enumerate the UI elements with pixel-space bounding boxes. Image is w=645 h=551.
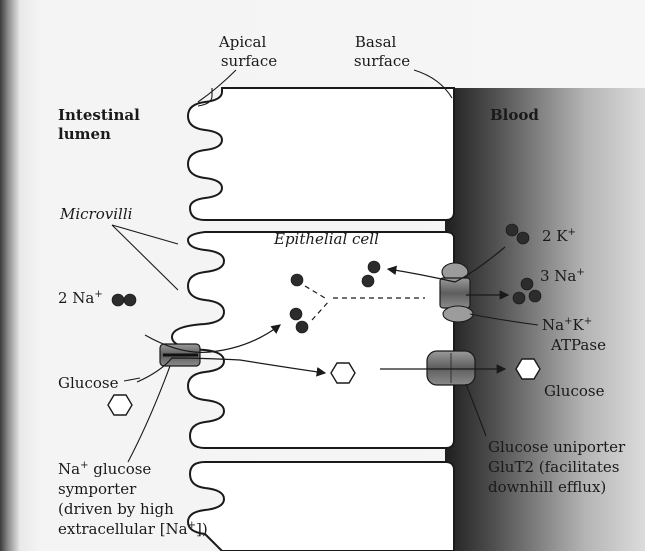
na-ion (290, 308, 302, 320)
uniporter-label-line2: GluT2 (facilitates (488, 458, 619, 476)
na-ion (529, 290, 541, 302)
lower-epithelial-cell (188, 462, 454, 551)
glucose-blood-label: Glucose (544, 382, 605, 400)
symporter-label-line2: symporter (58, 480, 137, 498)
intestinal-lumen-label: Intestinal lumen (58, 106, 145, 143)
atpase-label-line2: ATPase (550, 336, 606, 354)
na-glucose-symporter (160, 344, 200, 366)
blood-label: Blood (490, 106, 539, 124)
na-ion (112, 294, 124, 306)
symporter-label-line4: extracellular [Na+]) (58, 520, 208, 538)
symporter-label-line3: (driven by high (58, 500, 174, 518)
symporter-label: Na+ glucose (58, 460, 151, 478)
microvilli-label: Microvilli (59, 205, 133, 223)
uniporter-label-line3: downhill efflux) (488, 478, 606, 496)
uniporter-label: Glucose uniporter (488, 438, 626, 456)
k-ion (517, 232, 529, 244)
glucose-molecule-lumen (108, 395, 132, 415)
na-ion (368, 261, 380, 273)
k-ion (506, 224, 518, 236)
upper-epithelial-cell (188, 88, 454, 220)
na-ion (521, 278, 533, 290)
glucose-lumen-label: Glucose (58, 374, 119, 392)
na-lumen-label: 2 Na+ (58, 289, 103, 307)
na-k-atpase-pump (440, 263, 473, 322)
glucose-lumen-leader (124, 378, 140, 381)
na-ion (296, 321, 308, 333)
middle-epithelial-cell (172, 232, 454, 448)
na-ion (513, 292, 525, 304)
glucose-molecule-blood (516, 359, 540, 379)
basal-surface-label: Basal surface (354, 33, 410, 70)
apical-surface-label: Apical surface (218, 33, 277, 70)
epithelial-cell-label: Epithelial cell (273, 230, 379, 248)
glucose-molecule-cell (331, 363, 355, 383)
symporter-leader (128, 366, 170, 462)
na-ion (124, 294, 136, 306)
glut2-uniporter (427, 351, 475, 385)
na-ion (291, 274, 303, 286)
na-ion (362, 275, 374, 287)
